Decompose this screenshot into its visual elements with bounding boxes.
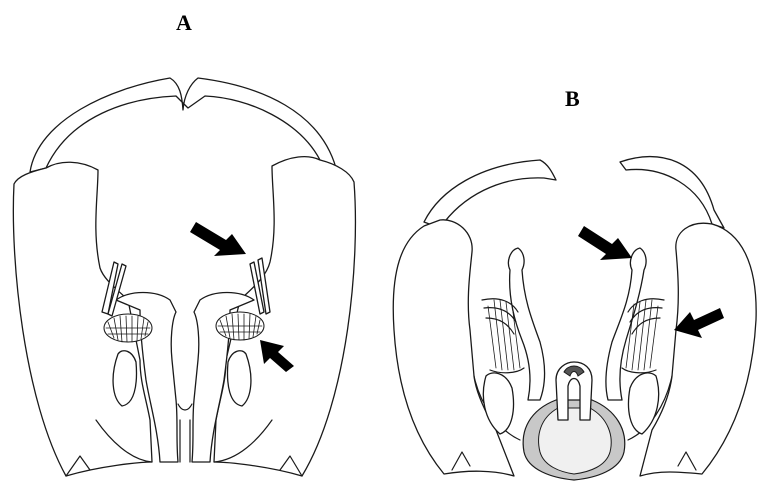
panel-b-arrow-upper [578, 226, 632, 260]
panel-a-left-brush [104, 314, 152, 342]
panel-a-aedeagus-tip [178, 404, 192, 410]
panel-b-left-process [508, 248, 544, 400]
panel-b-right-clasper [629, 373, 659, 434]
panel-b-left-valve [393, 220, 514, 476]
panel-a-right-brush [216, 312, 264, 340]
panel-a-aedeagus-shaft [180, 420, 190, 462]
panel-b-drawing [393, 157, 756, 480]
panel-b-left-arm [424, 160, 556, 228]
panel-b-right-valve [640, 223, 756, 476]
panel-a-arrow-upper [190, 222, 246, 256]
panel-b-central-body-inner [539, 408, 612, 474]
panel-a-drawing [13, 78, 355, 476]
panel-b-right-arm [620, 157, 724, 228]
